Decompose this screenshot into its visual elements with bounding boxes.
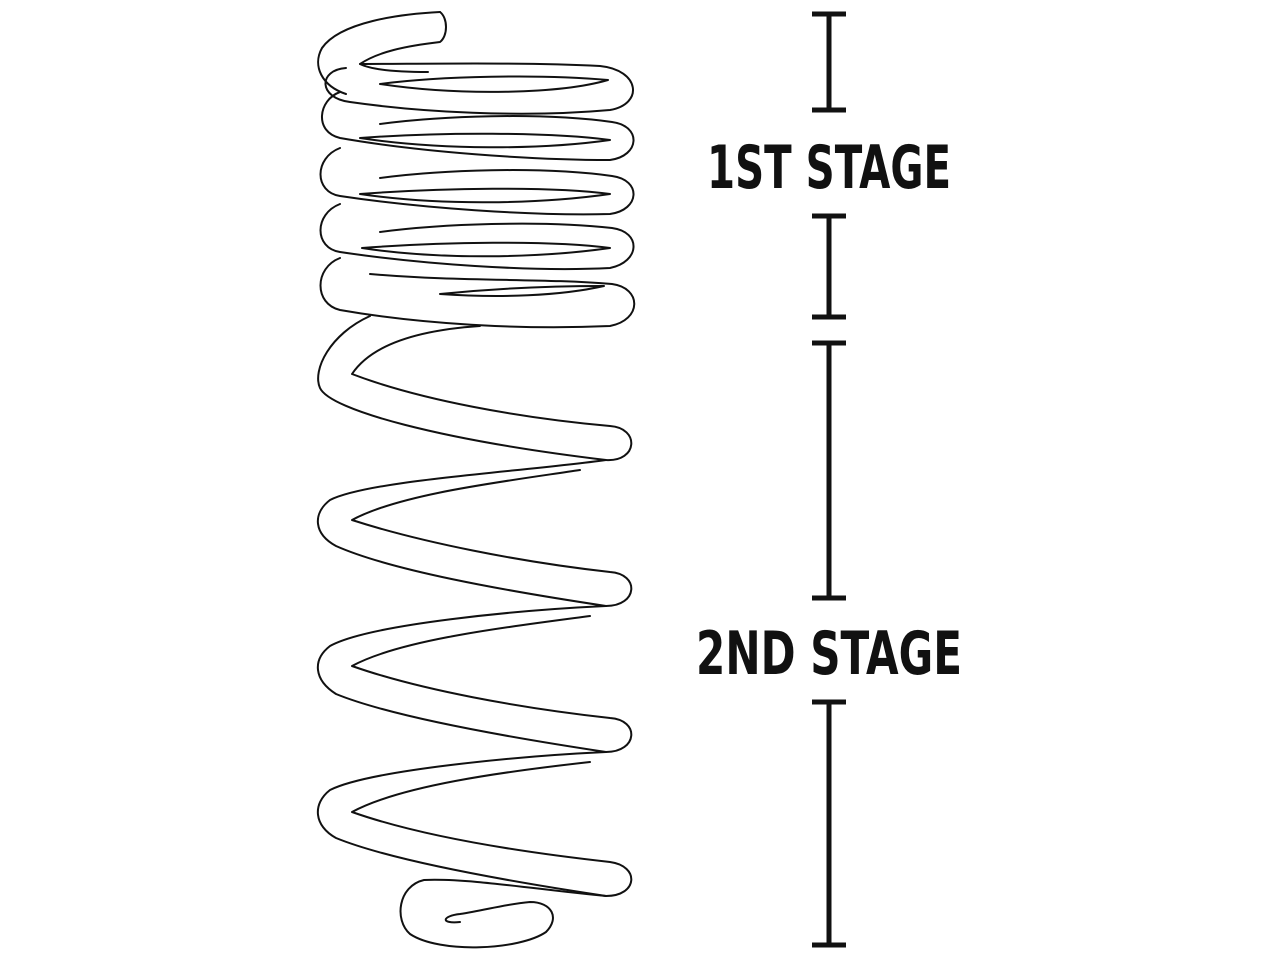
stage1-coils	[319, 62, 636, 329]
tight-coil-3-inner	[359, 187, 611, 204]
stage2-bracket	[812, 340, 846, 948]
open-coil-1	[317, 315, 633, 462]
coil-spring	[316, 11, 636, 949]
stage2-label: 2ND STAGE	[696, 619, 962, 689]
open-coil-4	[316, 751, 633, 897]
tight-coil-1	[324, 62, 634, 115]
tight-coil-3	[319, 147, 635, 216]
open-coil-2	[316, 459, 633, 607]
coil-bottom-end	[399, 878, 607, 949]
tight-coil-4-inner	[361, 241, 611, 258]
tight-coil-5	[319, 257, 636, 329]
tight-coil-4	[319, 203, 635, 271]
coil-top-end	[359, 11, 447, 73]
tight-coil-5-inner	[439, 285, 605, 297]
tight-coil-1-inner	[379, 75, 609, 93]
tight-coil-2	[321, 91, 635, 161]
stage1-label: 1ST STAGE	[707, 133, 951, 203]
open-coil-3	[316, 605, 633, 753]
stage2-coils	[316, 315, 633, 897]
coil-top-end-cap	[317, 11, 441, 95]
tight-coil-2-inner	[359, 132, 611, 149]
stage1-bracket	[812, 11, 846, 320]
